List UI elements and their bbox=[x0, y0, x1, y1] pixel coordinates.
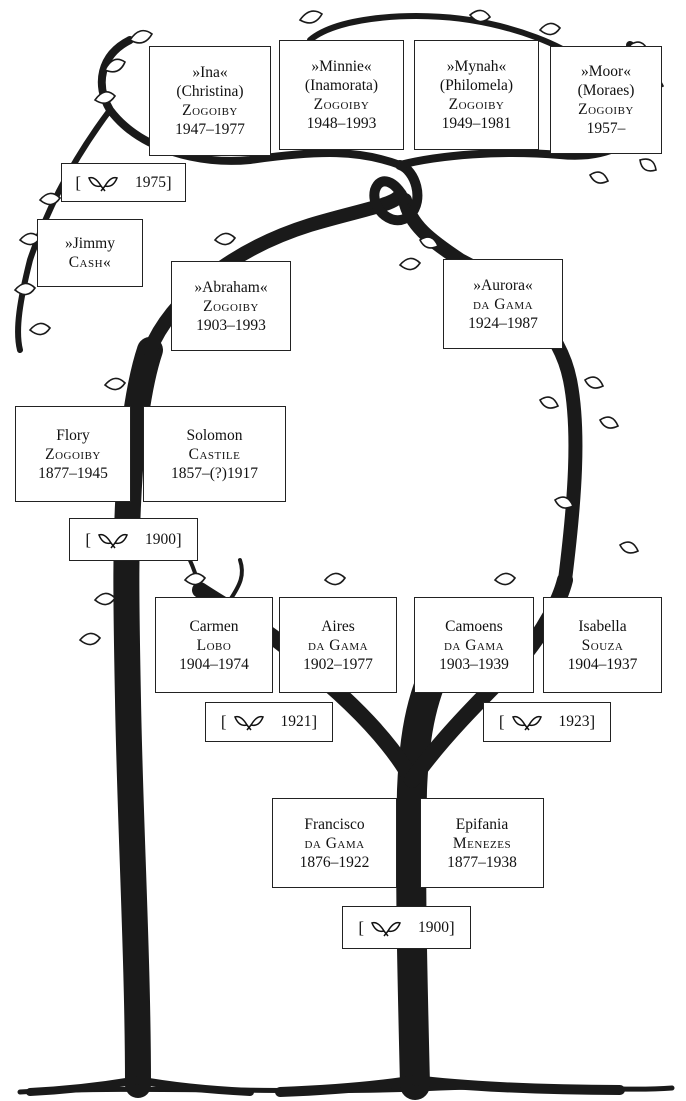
person-years: 1877–1945 bbox=[38, 464, 108, 483]
person-surname: da Gama bbox=[304, 834, 364, 853]
person-alt-name: (Inamorata) bbox=[305, 76, 378, 95]
person-years: 1857–(?)1917 bbox=[171, 464, 258, 483]
person-years: 1924–1987 bbox=[468, 314, 538, 333]
person-alt-name: (Moraes) bbox=[578, 81, 635, 100]
person-years: 1877–1938 bbox=[447, 853, 517, 872]
person-nickname: »Jimmy bbox=[65, 234, 115, 253]
marriage-1923: [ 1923 ] bbox=[483, 702, 611, 742]
marriage-1921: [ 1921 ] bbox=[205, 702, 333, 742]
person-nickname: Camoens bbox=[445, 617, 503, 636]
person-years: 1904–1974 bbox=[179, 655, 249, 674]
person-surname: da Gama bbox=[473, 295, 533, 314]
bracket-open: [ bbox=[499, 712, 505, 732]
person-surname: da Gama bbox=[308, 636, 368, 655]
person-years: 1903–1993 bbox=[196, 316, 266, 335]
person-nickname: Isabella bbox=[578, 617, 626, 636]
person-ina: »Ina« (Christina) Zogoiby 1947–1977 bbox=[149, 46, 271, 156]
person-years: 1903–1939 bbox=[439, 655, 509, 674]
marriage-year: 1923 bbox=[559, 713, 590, 731]
person-nickname: »Abraham« bbox=[194, 278, 267, 297]
person-surname: Zogoiby bbox=[182, 101, 238, 120]
bracket-close: ] bbox=[590, 712, 596, 732]
person-aires: Aires da Gama 1902–1977 bbox=[279, 597, 397, 693]
person-nickname: »Mynah« bbox=[447, 57, 506, 76]
person-nickname: Carmen bbox=[189, 617, 238, 636]
person-years: 1947–1977 bbox=[175, 120, 245, 139]
bracket-open: [ bbox=[75, 173, 81, 193]
marriage-year: 1900 bbox=[418, 919, 449, 937]
person-surname: da Gama bbox=[444, 636, 504, 655]
person-flory: Flory Zogoiby 1877–1945 bbox=[15, 406, 131, 502]
marriage-1975: [ 1975 ] bbox=[61, 163, 186, 202]
person-years: 1957– bbox=[587, 119, 626, 138]
bracket-close: ] bbox=[166, 173, 172, 193]
person-isabella: Isabella Souza 1904–1937 bbox=[543, 597, 662, 693]
person-minnie: »Minnie« (Inamorata) Zogoiby 1948–1993 bbox=[279, 40, 404, 150]
person-abraham: »Abraham« Zogoiby 1903–1993 bbox=[171, 261, 291, 351]
person-surname: Souza bbox=[582, 636, 624, 655]
person-surname: Menezes bbox=[453, 834, 511, 853]
person-surname: Zogoiby bbox=[45, 445, 101, 464]
person-nickname: »Moor« bbox=[581, 62, 631, 81]
person-surname: Zogoiby bbox=[203, 297, 259, 316]
person-nickname: »Minnie« bbox=[311, 57, 371, 76]
person-years: 1876–1922 bbox=[300, 853, 370, 872]
person-mynah: »Mynah« (Philomela) Zogoiby 1949–1981 bbox=[414, 40, 539, 150]
person-alt-name: (Philomela) bbox=[440, 76, 513, 95]
person-nickname: »Aurora« bbox=[473, 276, 532, 295]
person-surname: Zogoiby bbox=[449, 95, 505, 114]
marriage-year: 1975 bbox=[135, 174, 166, 192]
two-leaves-icon bbox=[233, 713, 265, 731]
person-years: 1949–1981 bbox=[442, 114, 512, 133]
person-nickname: Aires bbox=[321, 617, 355, 636]
marriage-year: 1900 bbox=[145, 531, 176, 549]
person-solomon: Solomon Castile 1857–(?)1917 bbox=[143, 406, 286, 502]
bracket-open: [ bbox=[221, 712, 227, 732]
person-years: 1904–1937 bbox=[568, 655, 638, 674]
marriage-1900-da-gama: [ 1900 ] bbox=[342, 906, 471, 949]
person-nickname: Flory bbox=[56, 426, 90, 445]
two-leaves-icon bbox=[87, 174, 119, 192]
person-epifania: Epifania Menezes 1877–1938 bbox=[420, 798, 544, 888]
person-carmen: Carmen Lobo 1904–1974 bbox=[155, 597, 273, 693]
person-nickname: Francisco bbox=[304, 815, 364, 834]
person-surname: Cash« bbox=[69, 253, 112, 272]
bracket-open: [ bbox=[85, 530, 91, 550]
person-years: 1948–1993 bbox=[307, 114, 377, 133]
bracket-close: ] bbox=[312, 712, 318, 732]
marriage-year: 1921 bbox=[281, 713, 312, 731]
person-surname: Lobo bbox=[197, 636, 232, 655]
person-nickname: »Ina« bbox=[192, 63, 227, 82]
person-camoens: Camoens da Gama 1903–1939 bbox=[414, 597, 534, 693]
person-aurora: »Aurora« da Gama 1924–1987 bbox=[443, 259, 563, 349]
two-leaves-icon bbox=[511, 713, 543, 731]
bracket-open: [ bbox=[358, 918, 364, 938]
person-nickname: Epifania bbox=[456, 815, 509, 834]
person-jimmy: »Jimmy Cash« bbox=[37, 219, 143, 287]
person-years: 1902–1977 bbox=[303, 655, 373, 674]
person-alt-name: (Christina) bbox=[176, 82, 243, 101]
person-nickname: Solomon bbox=[187, 426, 243, 445]
bracket-close: ] bbox=[449, 918, 455, 938]
person-surname: Castile bbox=[189, 445, 241, 464]
bracket-close: ] bbox=[176, 530, 182, 550]
marriage-1900-zogoiby: [ 1900 ] bbox=[69, 518, 198, 561]
person-surname: Zogoiby bbox=[314, 95, 370, 114]
person-francisco: Francisco da Gama 1876–1922 bbox=[272, 798, 397, 888]
person-moor: »Moor« (Moraes) Zogoiby 1957– bbox=[550, 46, 662, 154]
person-surname: Zogoiby bbox=[578, 100, 634, 119]
two-leaves-icon bbox=[97, 531, 129, 549]
two-leaves-icon bbox=[370, 919, 402, 937]
